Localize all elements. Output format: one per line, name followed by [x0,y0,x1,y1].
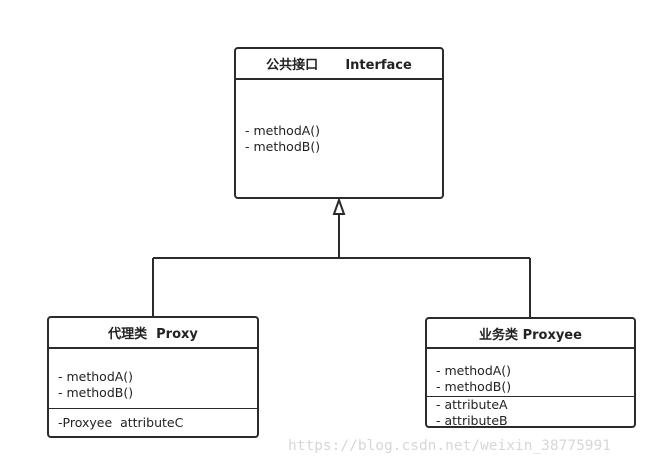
proxy-method-b: - methodB() [58,385,134,400]
proxy-attribute-c: -Proxyee attributeC [58,415,184,430]
generalization-arrowhead [332,197,346,215]
proxyee-method-a: - methodA() [436,363,512,378]
proxyee-attribute-b: - attributeB [436,413,508,428]
proxyee-attributes-section: - attributeA - attributeB [427,396,634,429]
proxy-title: 代理类 Proxy [49,318,257,349]
interface-method-b: - methodB() [245,139,321,154]
proxy-class-box: 代理类 Proxy - methodA() - methodB() -Proxy… [47,316,259,438]
proxyee-class-box: 业务类 Proxyee - methodA() - methodB() - at… [425,317,636,428]
proxyee-attribute-a: - attributeA [436,397,508,412]
interface-methods-section: - methodA() - methodB() [236,80,442,155]
watermark-url: https://blog.csdn.net/weixin_38775991 [288,438,612,454]
interface-class-box: 公共接口 Interface - methodA() - methodB() [234,47,444,199]
proxy-methods-section: - methodA() - methodB() [49,349,257,408]
proxyee-method-b: - methodB() [436,379,512,394]
proxy-method-a: - methodA() [58,369,134,384]
interface-title: 公共接口 Interface [236,49,442,80]
proxy-attributes-section: -Proxyee attributeC [49,408,257,431]
interface-method-a: - methodA() [245,123,321,138]
proxyee-methods-section: - methodA() - methodB() [427,349,634,396]
proxyee-title: 业务类 Proxyee [427,319,634,349]
